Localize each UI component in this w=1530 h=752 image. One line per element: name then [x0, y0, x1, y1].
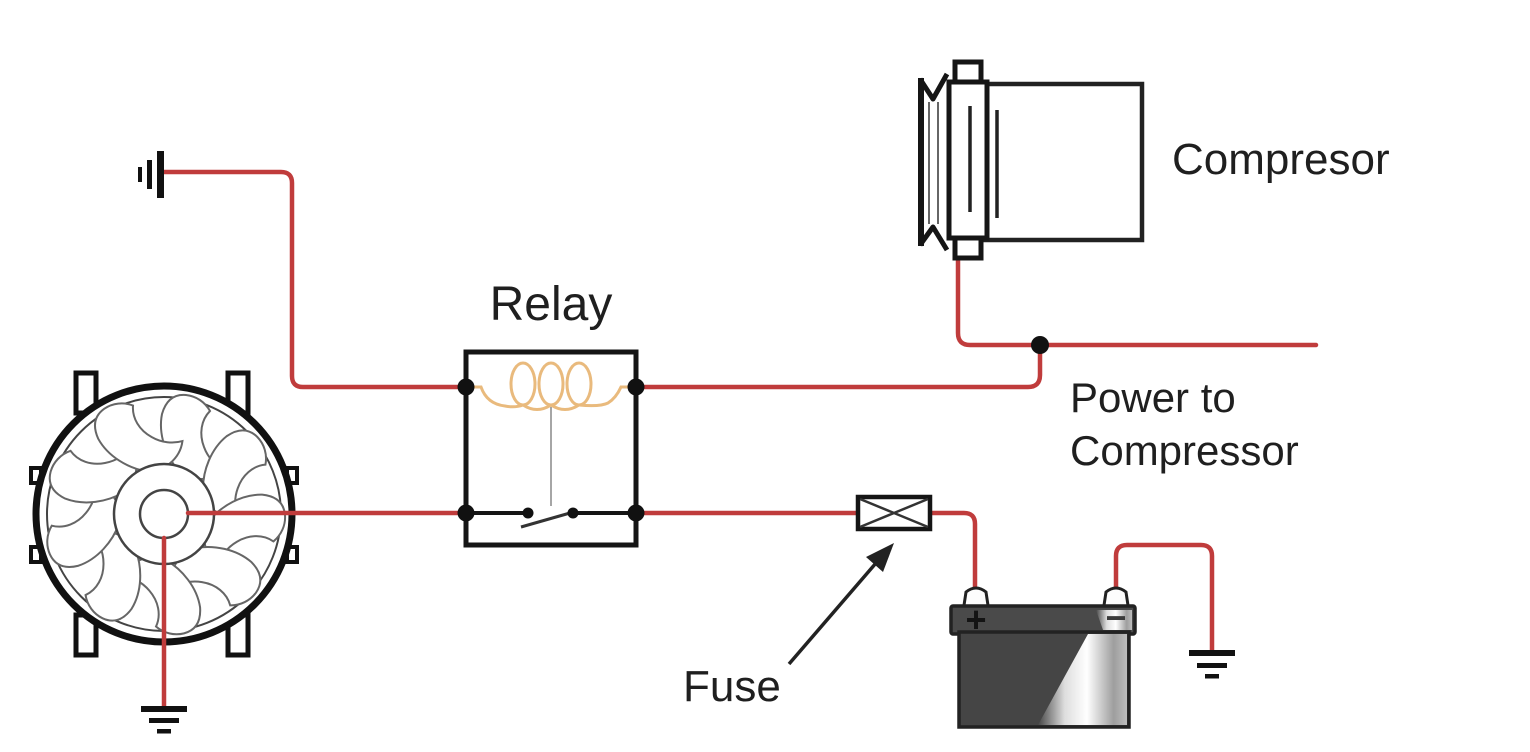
relay-terminals	[457, 378, 645, 522]
ground-bar	[1189, 650, 1235, 656]
ground-bar	[1197, 663, 1227, 668]
wire-junction-dot	[1031, 336, 1049, 354]
ground-bar	[157, 729, 171, 734]
relay-terminal-dot	[457, 504, 475, 522]
coil-lead	[470, 385, 524, 409]
compressor-label: Compresor	[1172, 135, 1390, 184]
coil-arc	[522, 403, 552, 411]
relay-coil-icon	[470, 361, 632, 411]
wire-fuse-to-battery	[929, 510, 978, 595]
pulley-hub-plate	[946, 79, 990, 241]
power-to-compressor-label-line1: Power to	[1070, 374, 1236, 421]
pulley-flange-top	[917, 72, 950, 102]
ground-bar	[138, 167, 142, 182]
ground-icon-top-left	[138, 151, 164, 198]
battery-positive-sign: +	[965, 599, 986, 640]
compressor-pulley-icon	[917, 72, 950, 252]
relay-label: Relay	[490, 278, 613, 331]
battery-band-glare	[1096, 610, 1132, 630]
ground-bar	[149, 718, 179, 723]
fuse-label: Fuse	[683, 662, 781, 711]
relay-terminal-dot	[457, 378, 475, 396]
wire-battery-to-ground	[1113, 542, 1215, 656]
fuse-arrow	[787, 543, 894, 666]
switch-contact-dot	[567, 507, 579, 519]
switch-contact-dot	[522, 507, 534, 519]
fuse-cross-line	[859, 497, 929, 529]
ground-bar	[1205, 674, 1219, 679]
relay-terminal-dot	[627, 378, 645, 396]
power-to-compressor-label-line2: Compressor	[1070, 427, 1299, 474]
battery-negative-sign: −	[1105, 597, 1126, 638]
wire-relay-coil-to-junction	[637, 342, 1043, 390]
battery-icon: + −	[949, 586, 1137, 729]
ground-bar	[141, 706, 187, 712]
pulley-flange-bottom	[917, 224, 950, 252]
compressor-body	[972, 81, 1145, 243]
fuse-icon	[855, 494, 933, 532]
arrow-head	[866, 543, 894, 572]
battery-body-glare	[1038, 634, 1127, 725]
compressor-icon	[917, 59, 1145, 261]
fan-hub-center	[138, 488, 190, 540]
wire-compressor-power	[955, 247, 1319, 348]
ground-icon-fan	[141, 706, 187, 734]
ground-bar	[147, 160, 152, 189]
coil-arc	[550, 403, 580, 411]
arrow-shaft	[787, 561, 878, 666]
wires	[159, 169, 1319, 712]
relay-terminal-dot	[627, 504, 645, 522]
relay-icon	[457, 349, 645, 548]
coil-lead	[578, 385, 632, 408]
ground-bar	[157, 151, 164, 198]
ground-icon-battery	[1189, 650, 1235, 679]
wire-ground-to-relay-coil	[159, 169, 465, 390]
